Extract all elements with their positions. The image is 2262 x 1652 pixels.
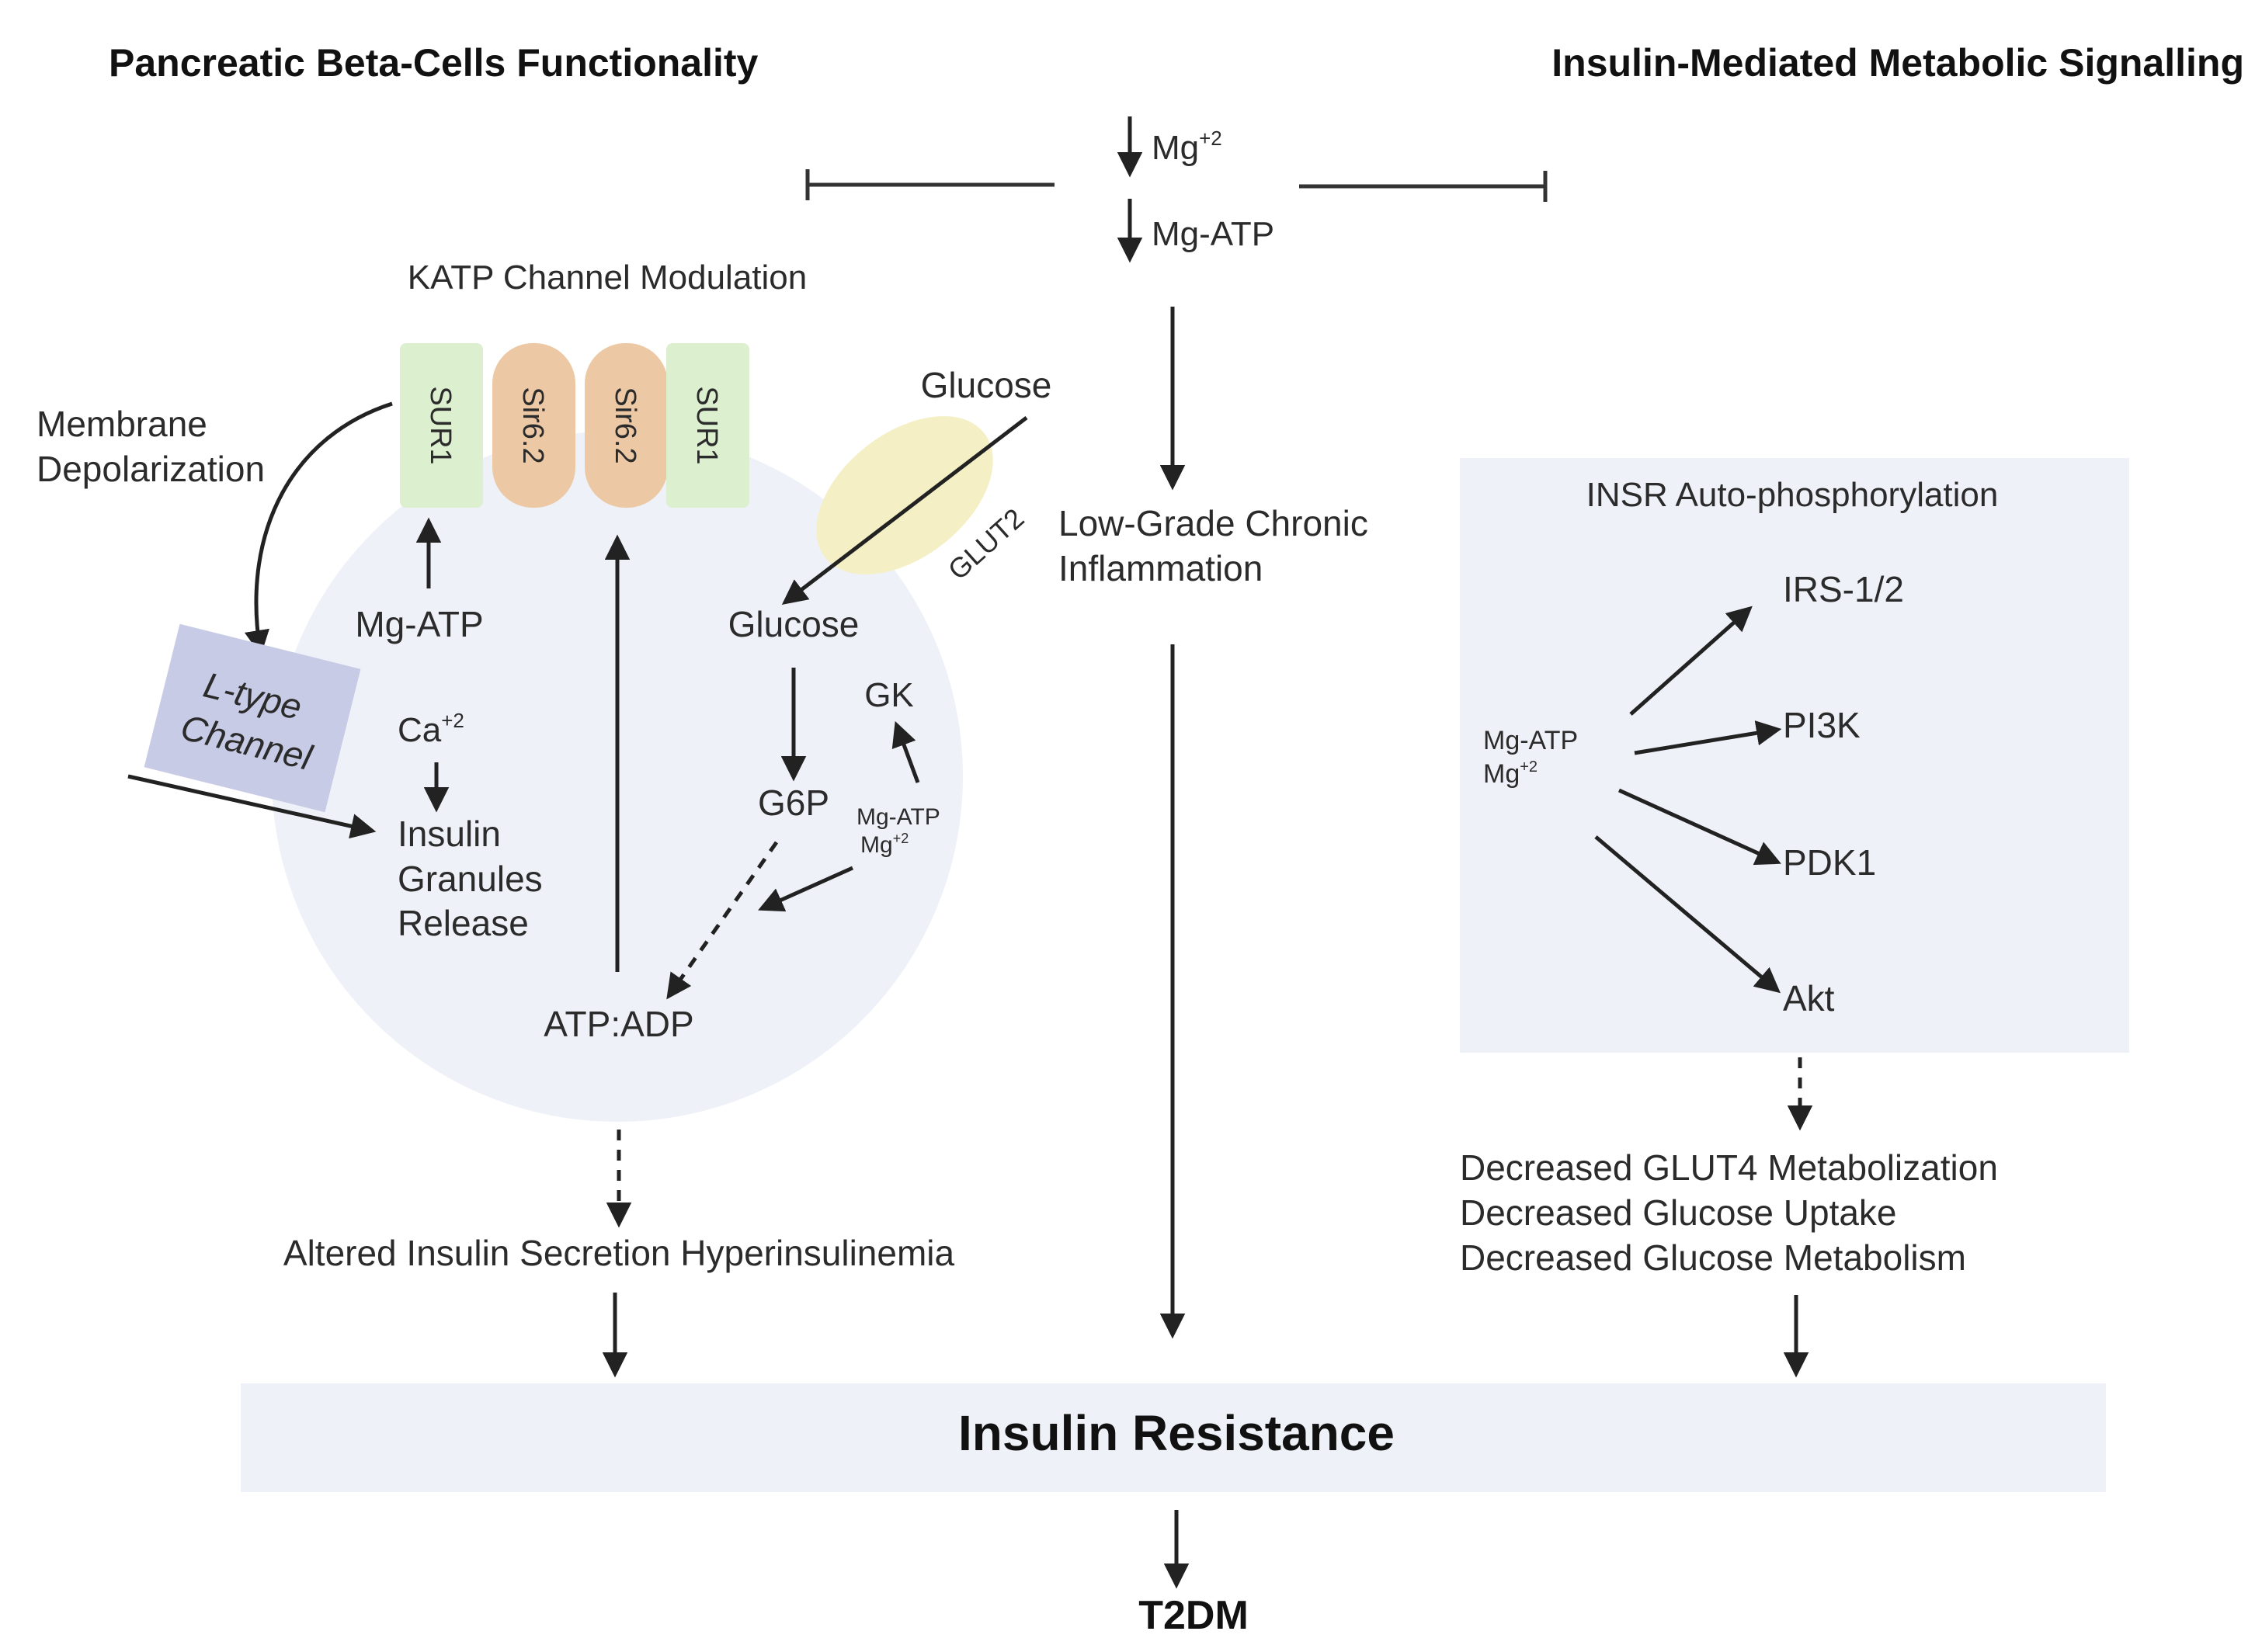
gk-label: GK bbox=[864, 676, 914, 714]
header-insulin-signalling: Insulin-Mediated Metabolic Signalling bbox=[1551, 41, 2244, 85]
ltype-to-insulin-arrow bbox=[127, 774, 377, 839]
insr-box bbox=[1460, 458, 2129, 1053]
sur1-label-left: SUR1 bbox=[424, 386, 457, 464]
atpadp-label: ATP:ADP bbox=[544, 1004, 693, 1044]
arrow-to-irs bbox=[1629, 606, 1753, 716]
glucose-inside-label: Glucose bbox=[728, 604, 860, 644]
cell-mgatp-label: Mg-ATP bbox=[355, 604, 483, 644]
irs-label: IRS-1/2 bbox=[1783, 569, 1904, 609]
katp-title: KATP Channel Modulation bbox=[408, 259, 807, 297]
header-beta-cells: Pancreatic Beta-Cells Functionality bbox=[109, 41, 759, 85]
insulin-resistance-label: Insulin Resistance bbox=[958, 1405, 1395, 1461]
arrow-to-akt bbox=[1594, 835, 1781, 994]
cofactor-to-pathway-arrow bbox=[758, 866, 854, 912]
glucose-uptake-arrow bbox=[781, 416, 1028, 605]
gk-cofactor-label: Mg-ATP Mg+2 bbox=[857, 804, 947, 858]
ltype-channel-box bbox=[144, 623, 361, 813]
akt-label: Akt bbox=[1783, 978, 1835, 1019]
insulin-granules-label: Insulin Granules Release bbox=[398, 814, 552, 943]
ltype-channel: L-type Channel bbox=[144, 623, 361, 813]
katp-channel: SUR1 Sir6.2 Sir6.2 SUR1 bbox=[400, 343, 749, 508]
insr-source-label: Mg-ATP Mg+2 bbox=[1483, 726, 1585, 789]
insulin-resistance-band bbox=[241, 1383, 2106, 1492]
membrane-depolarization-label: Membrane Depolarization bbox=[36, 404, 265, 489]
calcium-label: Ca+2 bbox=[398, 709, 464, 749]
sur1-subunit-right bbox=[666, 343, 749, 508]
depolarization-curve-arrow bbox=[244, 401, 393, 656]
arrow-to-pdk1 bbox=[1617, 788, 1781, 866]
decreased-effects-label: Decreased GLUT4 Metabolization Decreased… bbox=[1460, 1147, 2008, 1278]
mgatp-label: Mg-ATP bbox=[1152, 215, 1274, 253]
sur1-subunit-left bbox=[400, 343, 483, 508]
insr-title: INSR Auto-phosphorylation bbox=[1586, 476, 1999, 514]
pi3k-label: PI3K bbox=[1783, 705, 1861, 745]
sur1-label-right: SUR1 bbox=[690, 386, 723, 464]
gk-activation-arrow bbox=[891, 720, 920, 783]
altered-secretion-label: Altered Insulin Secretion Hyperinsulinem… bbox=[283, 1233, 955, 1273]
g6p-label: G6P bbox=[758, 783, 829, 823]
inflammation-label: Low-Grade Chronic Inflammation bbox=[1058, 503, 1378, 588]
glucose-outside-label: Glucose bbox=[921, 365, 1052, 405]
sir62-subunit-right bbox=[585, 343, 668, 508]
mg2-label: Mg+2 bbox=[1152, 127, 1222, 167]
pdk1-label: PDK1 bbox=[1783, 842, 1876, 883]
sir62-label-left: Sir6.2 bbox=[516, 387, 549, 463]
sir62-subunit-left bbox=[492, 343, 575, 508]
glut2-transporter bbox=[816, 416, 993, 574]
sir62-label-right: Sir6.2 bbox=[609, 387, 641, 463]
t2dm-label: T2DM bbox=[1138, 1593, 1249, 1638]
arrow-to-pi3k bbox=[1634, 720, 1782, 755]
